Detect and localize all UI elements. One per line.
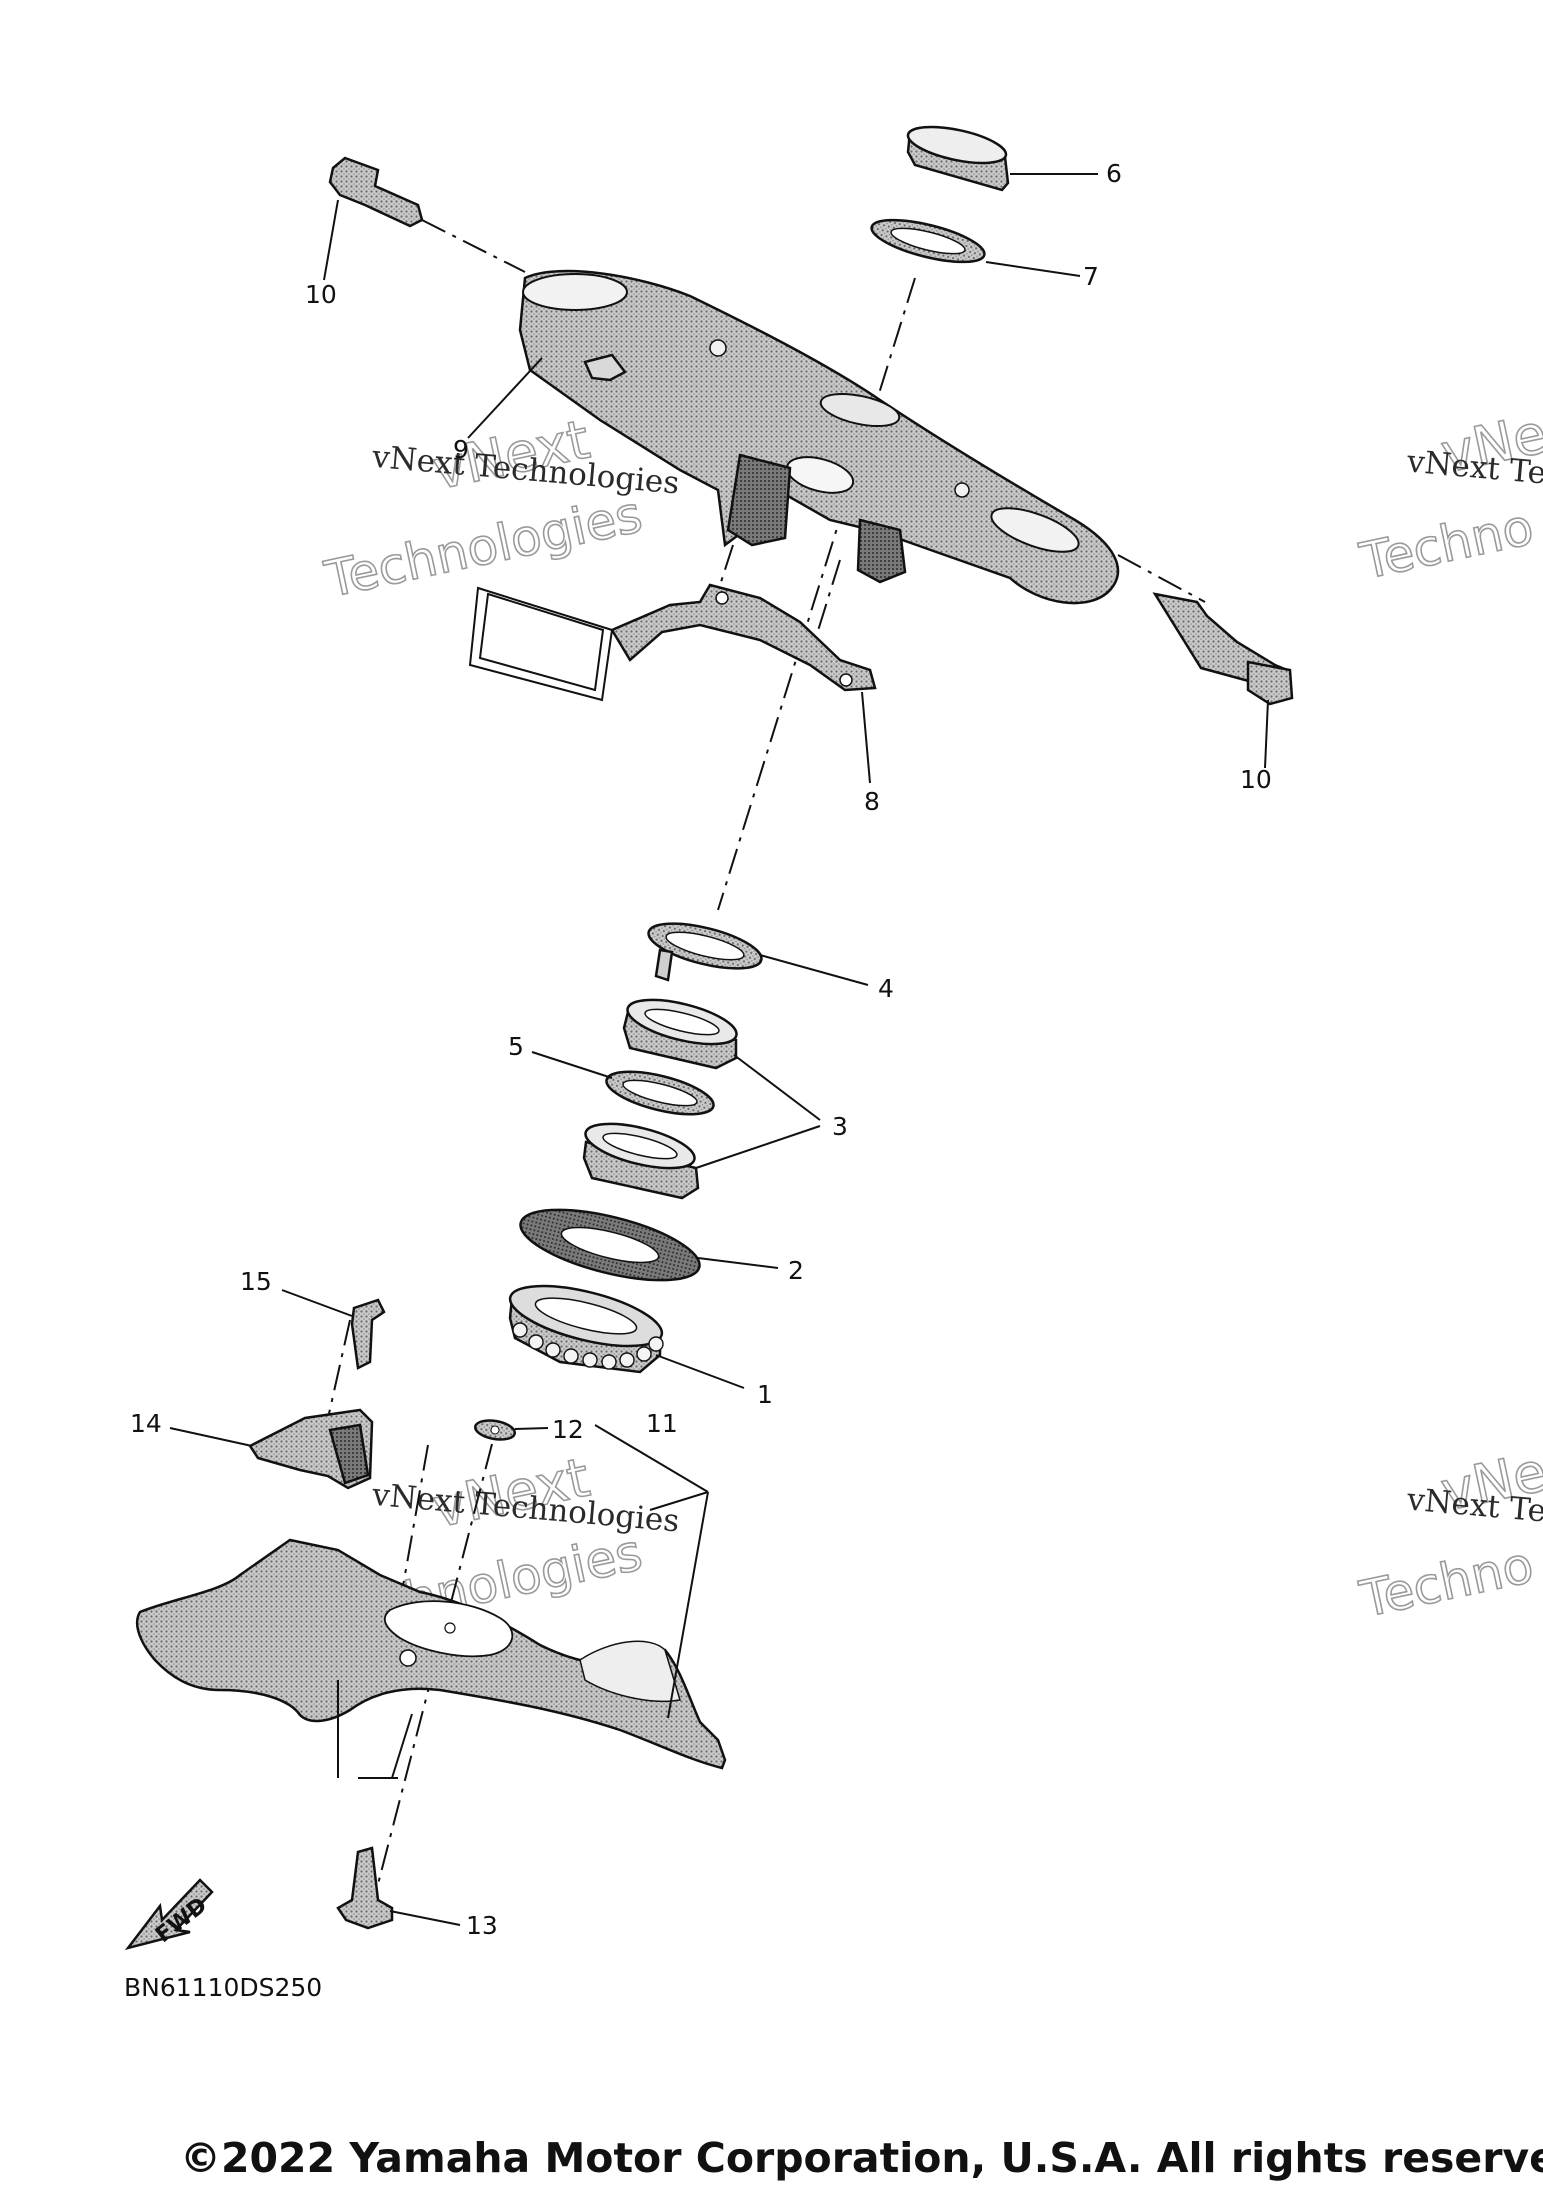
- leader-lines: [169, 173, 1269, 1926]
- callout-9: 9: [453, 435, 469, 464]
- part-15-pin: [350, 1298, 386, 1370]
- part-6-nut: [906, 125, 1010, 192]
- callout-15: 15: [240, 1267, 272, 1296]
- callout-14: 14: [130, 1409, 162, 1438]
- diagram-code: BN61110DS250: [124, 1973, 322, 2002]
- callout-7: 7: [1083, 262, 1099, 291]
- part-9-upper-bracket: [518, 269, 1120, 605]
- callout-1: 1: [757, 1380, 773, 1409]
- watermark-technologies-clipped: Techno: [1355, 498, 1539, 591]
- copyright-notice: ©2022 Yamaha Motor Corporation, U.S.A. A…: [180, 2134, 1543, 2182]
- part-4-lock-washer: [647, 922, 763, 982]
- part-11-under-cover: [135, 1538, 727, 1770]
- fwd-arrow-icon: FWD: [124, 1878, 214, 1951]
- callout-5: 5: [508, 1032, 524, 1061]
- callout-6: 6: [1106, 159, 1122, 188]
- part-8-cable-guide: [468, 583, 877, 702]
- watermark-top-right: vNe Techno vNext Tec: [1354, 401, 1543, 592]
- callout-10-lower: 10: [1240, 765, 1272, 794]
- part-10-bolt-lower: [1152, 592, 1294, 706]
- watermark-technologies-clipped: Techno: [1355, 1536, 1539, 1629]
- part-14-bracket: [248, 1408, 374, 1490]
- part-7-washer: [870, 218, 986, 264]
- part-3-bearing-race-lower: [582, 1122, 700, 1200]
- callout-11: 11: [646, 1409, 678, 1438]
- callout-10-upper: 10: [305, 280, 337, 309]
- part-13-bolt: [336, 1846, 394, 1930]
- part-2-dust-seal: [519, 1208, 701, 1282]
- callout-4: 4: [878, 974, 894, 1003]
- watermark-bottom-right: vNe Techno vNext Tec: [1354, 1439, 1543, 1630]
- callout-labels: 1 2 3 4 5 6 7 8 9 10 10 11 12 13 14 15: [130, 159, 1272, 1940]
- part-5-washer: [605, 1070, 715, 1116]
- part-1-bearing: [508, 1284, 664, 1374]
- callout-12: 12: [552, 1415, 584, 1444]
- callout-8: 8: [864, 787, 880, 816]
- part-12-grommet: [473, 1419, 517, 1441]
- callout-3: 3: [832, 1112, 848, 1141]
- callout-13: 13: [466, 1911, 498, 1940]
- callout-2: 2: [788, 1256, 804, 1285]
- part-10-bolt-upper: [328, 156, 424, 228]
- part-3-bearing-race-upper: [622, 998, 738, 1070]
